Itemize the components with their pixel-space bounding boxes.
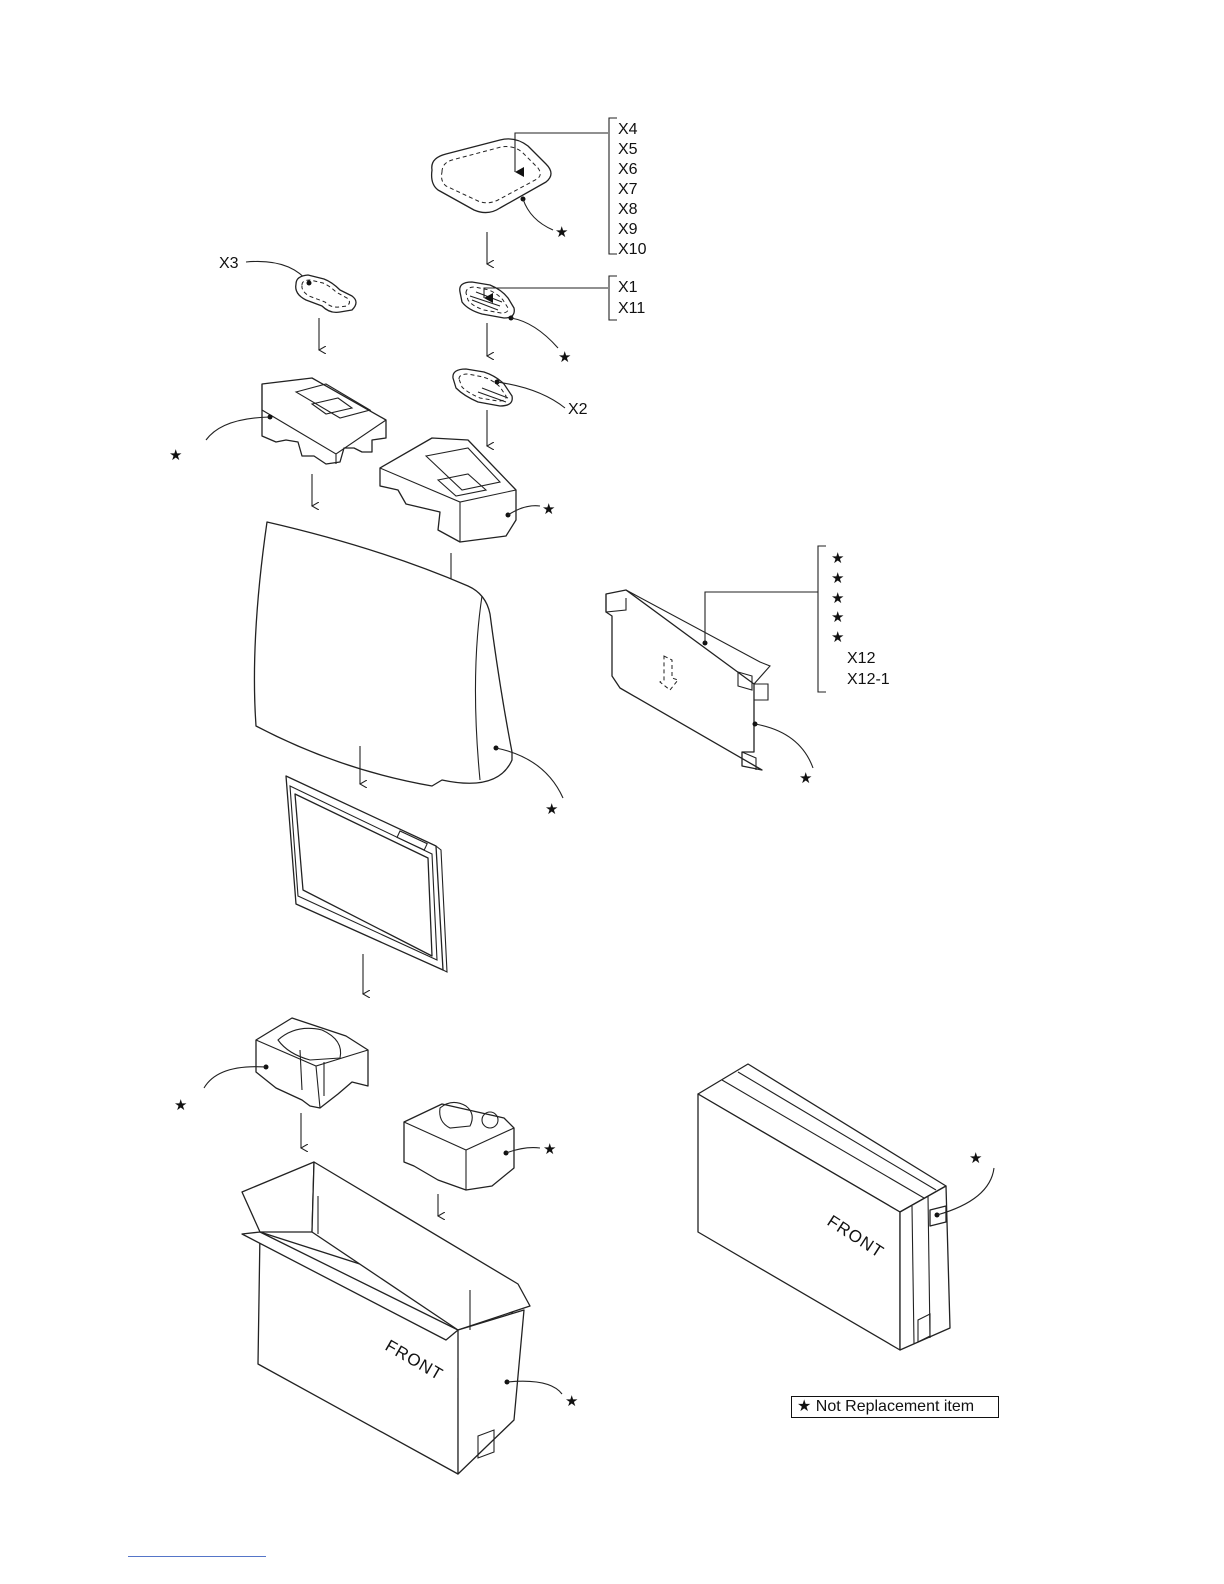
upper-right-cushion xyxy=(380,438,516,542)
star-mark: ★ xyxy=(831,550,844,567)
legend-not-replacement: ★ Not Replacement item xyxy=(791,1396,999,1418)
back-cardboard-panel xyxy=(606,590,770,770)
label-x4: X4 xyxy=(618,121,638,138)
star-mark: ★ xyxy=(169,447,182,464)
open-carton-box xyxy=(242,1162,530,1474)
small-bag-x3 xyxy=(296,275,356,312)
label-x6: X6 xyxy=(618,161,638,178)
star-mark: ★ xyxy=(565,1393,578,1410)
label-x10: X10 xyxy=(618,241,647,258)
label-x9: X9 xyxy=(618,221,638,238)
bracket-top xyxy=(609,118,617,254)
label-x12-1: X12-1 xyxy=(847,671,890,688)
lower-right-cushion xyxy=(404,1102,514,1190)
star-mark: ★ xyxy=(558,349,571,366)
label-x7: X7 xyxy=(618,181,638,198)
star-mark: ★ xyxy=(969,1150,982,1167)
television-set xyxy=(286,776,447,972)
label-x2: X2 xyxy=(568,401,588,418)
bracket-top-labels: X4 X5 X6 X7 X8 X9 X10 xyxy=(618,121,647,258)
star-mark: ★ xyxy=(543,1141,556,1158)
bag-x2 xyxy=(453,369,512,406)
star-mark: ★ xyxy=(831,570,844,587)
protective-bag xyxy=(254,522,512,786)
footer-link-underline[interactable] xyxy=(128,1556,266,1557)
star-mark: ★ xyxy=(174,1097,187,1114)
star-mark: ★ xyxy=(799,770,812,787)
bag-x1-x11 xyxy=(460,282,515,318)
star-mark: ★ xyxy=(831,609,844,626)
star-mark: ★ xyxy=(542,501,555,518)
label-x12: X12 xyxy=(847,650,876,667)
upper-left-cushion xyxy=(262,378,386,464)
accessory-bag-large xyxy=(432,139,551,213)
bracket-mid xyxy=(609,276,617,320)
label-x1: X1 xyxy=(618,279,638,296)
star-mark: ★ xyxy=(545,801,558,818)
label-x11: X11 xyxy=(618,300,645,317)
star-mark: ★ xyxy=(555,224,568,241)
lower-left-cushion xyxy=(256,1018,368,1108)
label-x5: X5 xyxy=(618,141,638,158)
label-x3: X3 xyxy=(219,255,239,272)
label-x8: X8 xyxy=(618,201,638,218)
sealed-carton-box xyxy=(698,1064,950,1350)
bracket-right-stars: ★ ★ ★ ★ ★ xyxy=(831,550,844,646)
star-mark: ★ xyxy=(831,590,844,607)
star-mark: ★ xyxy=(831,629,844,646)
bracket-right xyxy=(818,546,826,692)
